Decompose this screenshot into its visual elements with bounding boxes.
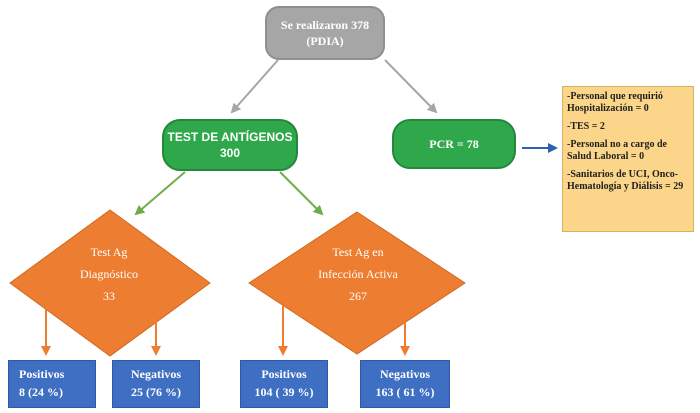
active-line2: Infección Activa bbox=[318, 267, 398, 281]
diagnostic-line2: Diagnóstico bbox=[80, 267, 138, 281]
pcr-detail-hospitalization: -Personal que requirió Hospitalización =… bbox=[567, 91, 663, 114]
result-value: 163 ( 61 %) bbox=[375, 385, 435, 399]
start-line2: (PDIA) bbox=[306, 34, 344, 48]
result-value: 8 (24 %) bbox=[19, 385, 63, 399]
diagnostic-label: Test Ag Diagnóstico 33 bbox=[54, 241, 164, 307]
diagnostic-diamond bbox=[9, 209, 211, 357]
result-value: 25 (76 %) bbox=[131, 385, 181, 399]
arrow-antigen-to-diagnostic bbox=[134, 171, 186, 216]
diagnostic-line3: 33 bbox=[103, 289, 115, 303]
result-label: Positivos bbox=[19, 367, 65, 381]
result-label: Positivos bbox=[261, 367, 307, 381]
result-diagnostic-positive: Positivos 8 (24 %) bbox=[8, 360, 96, 408]
result-label: Negativos bbox=[131, 367, 181, 381]
active-infection-label: Test Ag en Infección Activa 267 bbox=[298, 241, 418, 307]
result-diagnostic-negative: Negativos 25 (76 %) bbox=[112, 360, 200, 408]
arrow-start-to-antigen bbox=[230, 59, 279, 114]
pcr-detail-icu-staff: -Sanitarios de UCI, Onco-Hematología y D… bbox=[567, 169, 684, 192]
result-label: Negativos bbox=[380, 367, 430, 381]
antigen-test-node: TEST DE ANTÍGENOS 300 bbox=[162, 119, 298, 171]
pcr-detail-non-occupational: -Personal no a cargo de Salud Laboral = … bbox=[567, 139, 667, 162]
pcr-details-box: -Personal que requirió Hospitalización =… bbox=[562, 86, 694, 232]
active-line3: 267 bbox=[349, 289, 367, 303]
pcr-node: PCR = 78 bbox=[392, 119, 516, 169]
pcr-detail-tes: -TES = 2 bbox=[567, 121, 605, 132]
antigen-line1: TEST DE ANTÍGENOS bbox=[167, 130, 293, 144]
arrow-start-to-pcr bbox=[384, 59, 438, 114]
result-active-negative: Negativos 163 ( 61 %) bbox=[360, 360, 450, 408]
result-active-positive: Positivos 104 ( 39 %) bbox=[240, 360, 328, 408]
antigen-line2: 300 bbox=[219, 146, 241, 160]
active-line1: Test Ag en bbox=[332, 245, 384, 259]
pcr-label: PCR = 78 bbox=[429, 137, 479, 151]
start-node: Se realizaron 378 (PDIA) bbox=[265, 6, 385, 60]
result-value: 104 ( 39 %) bbox=[254, 385, 314, 399]
active-infection-diamond bbox=[248, 211, 466, 355]
diagnostic-line1: Test Ag bbox=[90, 245, 128, 259]
arrow-antigen-to-active bbox=[279, 171, 324, 216]
start-line1: Se realizaron 378 bbox=[280, 18, 370, 32]
